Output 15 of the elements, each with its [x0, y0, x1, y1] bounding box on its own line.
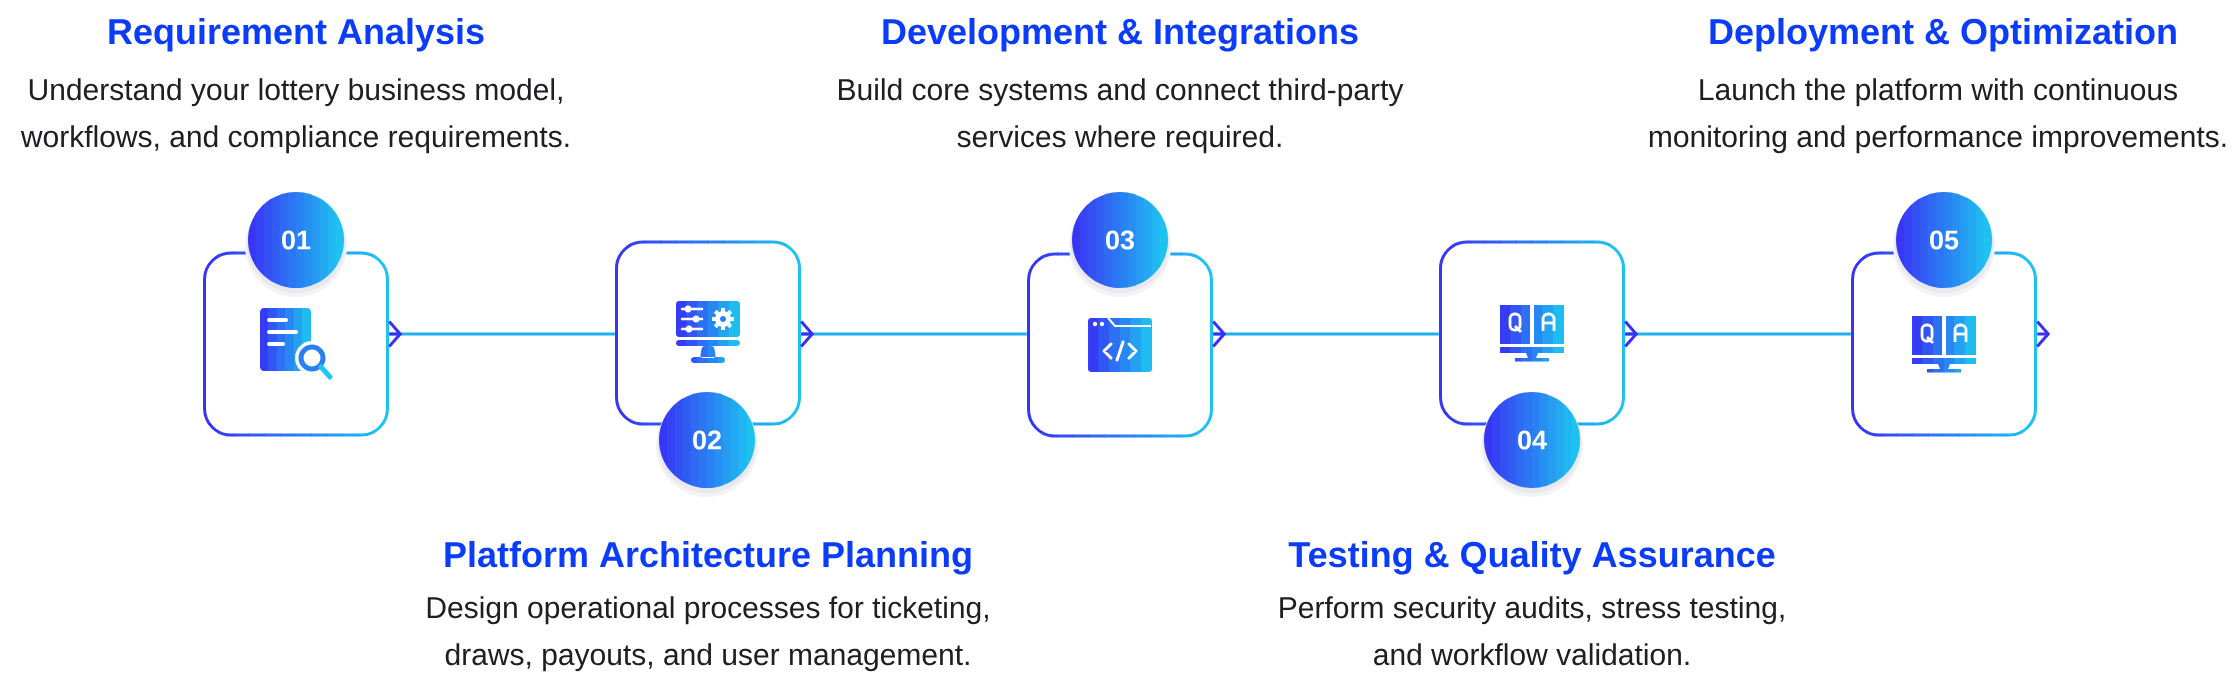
number-badge: 01 [245, 192, 347, 297]
step-description: Build core systems and connect third-party services where required. [839, 78, 1404, 154]
step-title: Development & Integrations [883, 17, 1358, 52]
number-badge: 03 [1069, 192, 1171, 297]
number-badge: 02 [656, 392, 758, 497]
step-description: Perform security audits, stress testing, and workflow validation. [1280, 596, 1784, 666]
step-title: Requirement Analysis [109, 17, 484, 52]
number-badge: 05 [1893, 192, 1995, 297]
number-badge: 04 [1481, 392, 1583, 497]
step-title: Testing & Quality Assurance [1288, 540, 1775, 575]
step-title: Deployment & Optimization [1710, 17, 2176, 52]
step-title: Platform Architecture Planning [445, 540, 971, 575]
step-description: Understand your lottery business model, workflows, and compliance requirements. [20, 78, 569, 154]
step-description: Launch the platform with continuous monitoring and performance improvements. [1649, 78, 2226, 154]
step-description: Design operational processes for ticketing, draws, payouts, and user management. [427, 596, 988, 672]
